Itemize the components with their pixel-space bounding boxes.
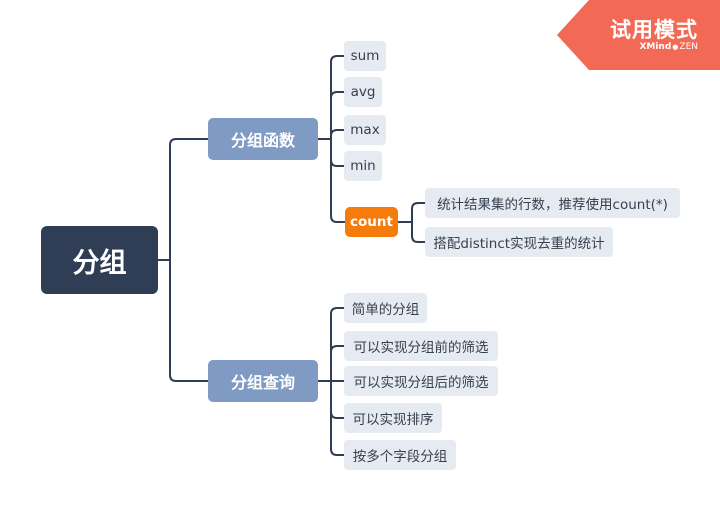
query-connector-link	[330, 380, 345, 419]
topic-count-rows[interactable]: 统计结果集的行数，推荐使用count(*)	[425, 188, 680, 218]
topic-simple-grouping[interactable]: 简单的分组	[344, 293, 427, 323]
topic-multi-field-grouping[interactable]: 按多个字段分组	[344, 440, 456, 470]
topic-sum[interactable]: sum	[344, 41, 386, 71]
trial-mode-label: 试用模式	[610, 18, 698, 42]
query-connector-link	[330, 307, 345, 382]
topic-count-distinct[interactable]: 搭配distinct实现去重的统计	[425, 227, 613, 257]
count-connector-link	[411, 202, 426, 223]
topic-filter-before-grouping[interactable]: 可以实现分组前的筛选	[344, 331, 498, 361]
banner-shape	[557, 0, 720, 70]
topic-count[interactable]: count	[345, 207, 398, 237]
topic-avg[interactable]: avg	[344, 77, 382, 107]
functions-connector-link	[330, 138, 346, 223]
brand-suffix: ZEN	[679, 42, 698, 52]
topic-max[interactable]: max	[344, 115, 386, 145]
topic-filter-after-grouping[interactable]: 可以实现分组后的筛选	[344, 366, 498, 396]
functions-connector-link	[330, 91, 345, 140]
brand-name: XMind	[639, 42, 672, 52]
root-connector-link	[169, 138, 209, 261]
topic-min[interactable]: min	[344, 151, 382, 181]
functions-connector-link	[330, 129, 345, 140]
root-connector-link	[169, 259, 209, 382]
xmind-zen-logo: XMind●ZEN	[639, 42, 698, 52]
functions-connector-link	[330, 55, 345, 140]
functions-connector-link	[330, 138, 345, 167]
brand-separator: ●	[672, 43, 679, 51]
query-connector-link	[330, 345, 345, 382]
branch-topic-group-functions[interactable]: 分组函数	[208, 118, 318, 160]
root-topic[interactable]: 分组	[41, 226, 158, 294]
topic-sorting[interactable]: 可以实现排序	[344, 403, 442, 433]
branch-topic-group-query[interactable]: 分组查询	[208, 360, 318, 402]
count-connector-link	[411, 221, 426, 243]
query-connector-link	[330, 380, 345, 456]
trial-mode-banner[interactable]: 试用模式 XMind●ZEN	[557, 0, 720, 70]
